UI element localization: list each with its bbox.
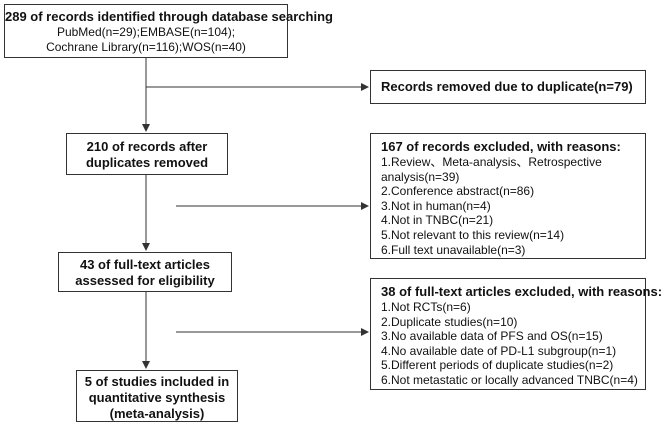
excluded-records-title: 167 of records excluded, with reasons: xyxy=(381,139,621,154)
excluded-fulltext-reason: 4.No available date of PD-L1 subgroup(n=… xyxy=(381,343,617,358)
excluded-records-reason: 4.Not in TNBC(n=21) xyxy=(381,213,494,228)
excluded-records-reason: 3.Not in human(n=4) xyxy=(381,198,491,213)
identification-line-1: PubMed(n=29);EMBASE(n=104); xyxy=(56,25,236,39)
identification-line-2: Cochrane Library(n=116);WOS(n=40) xyxy=(46,39,246,54)
excluded-fulltext-title: 38 of full-text articles excluded, with … xyxy=(381,284,662,299)
excluded-records-reason: 5.Not relevant to this review(n=14) xyxy=(381,227,565,242)
after-duplicates-box: 210 of records after duplicates removed xyxy=(66,133,228,175)
excluded-fulltext-box: 38 of full-text articles excluded, with … xyxy=(370,278,662,390)
excluded-records-reason: 1.Review、Meta-analysis、Retrospective xyxy=(381,155,602,169)
included-line-1: 5 of studies included in xyxy=(84,374,230,389)
included-box: 5 of studies included in quantitative sy… xyxy=(76,370,238,422)
identification-box: 289 of records identified through databa… xyxy=(4,4,333,58)
excluded-records-reason: 6.Full text unavailable(n=3) xyxy=(381,242,526,257)
after-duplicates-line-1: 210 of records after xyxy=(86,139,208,154)
after-duplicates-line-2: duplicates removed xyxy=(85,155,209,170)
excluded-records-box: 167 of records excluded, with reasons: 1… xyxy=(370,133,646,259)
excluded-records-reason: 2.Conference abstract(n=86) xyxy=(381,184,535,199)
removed-duplicates-box: Records removed due to duplicate(n=79) xyxy=(370,70,646,104)
excluded-fulltext-reason: 5.Different periods of duplicate studies… xyxy=(381,358,614,373)
excluded-fulltext-reason: 6.Not metastatic or locally advanced TNB… xyxy=(381,372,638,387)
identification-title: 289 of records identified through databa… xyxy=(5,9,333,24)
included-line-2: quantitative synthesis xyxy=(88,390,226,405)
fulltext-assessed-line-2: assessed for eligibility xyxy=(75,273,215,288)
excluded-fulltext-reason: 1.Not RCTs(n=6) xyxy=(381,300,471,314)
excluded-fulltext-reason: 2.Duplicate studies(n=10) xyxy=(381,314,518,329)
excluded-records-reason: analysis(n=39) xyxy=(381,169,460,184)
excluded-fulltext-reason: 3.No available data of PFS and OS(n=15) xyxy=(381,329,603,344)
included-line-3: (meta-analysis) xyxy=(109,406,205,421)
fulltext-assessed-line-1: 43 of full-text articles xyxy=(79,257,211,272)
fulltext-assessed-box: 43 of full-text articles assessed for el… xyxy=(58,252,232,292)
removed-duplicates-title: Records removed due to duplicate(n=79) xyxy=(381,79,633,94)
